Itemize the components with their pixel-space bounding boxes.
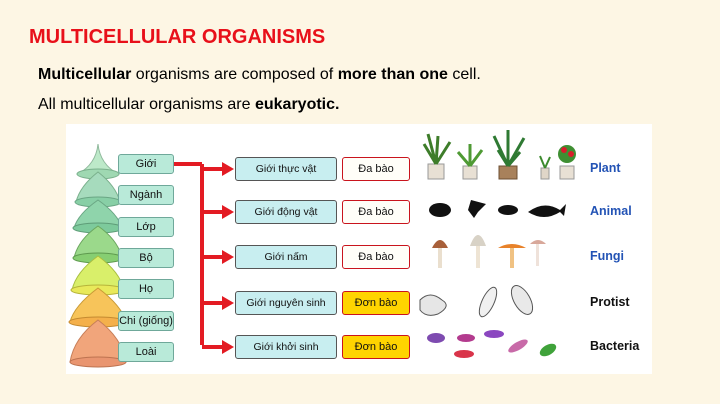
bold-more-than-one: more than one bbox=[337, 66, 448, 83]
rank-label: Chi (giống) bbox=[118, 311, 174, 331]
rank-label: Bộ bbox=[118, 248, 174, 268]
rank-tower bbox=[68, 143, 128, 368]
kingdom-english-name: Animal bbox=[590, 204, 632, 218]
kingdom-english-name: Bacteria bbox=[590, 339, 640, 353]
kingdom-english-name: Fungi bbox=[590, 249, 625, 263]
branch-arrows bbox=[172, 162, 234, 354]
intro-line-1: Multicellular organisms are composed of … bbox=[38, 66, 481, 84]
text-3: All multicellular organisms are bbox=[38, 96, 255, 113]
kingdom-english-name: Plant bbox=[590, 161, 621, 175]
protist-illustrations bbox=[419, 285, 534, 318]
kingdom-box: Giới nguyên sinh bbox=[235, 291, 337, 315]
cell-type-box: Đơn bào bbox=[342, 335, 410, 359]
cell-type-box: Đa bào bbox=[342, 157, 410, 181]
bold-eukaryotic: eukaryotic. bbox=[254, 96, 340, 113]
rank-label: Lớp bbox=[118, 217, 174, 237]
arrow-head bbox=[222, 205, 234, 219]
fungi-illustrations bbox=[432, 235, 546, 268]
cell-type-box: Đơn bào bbox=[342, 291, 410, 315]
kingdom-box: Giới khởi sinh bbox=[235, 335, 337, 359]
kingdom-english-name: Protist bbox=[590, 295, 630, 309]
kingdom-box: Giới động vật bbox=[235, 200, 337, 224]
arrow-head bbox=[222, 250, 234, 264]
text-2: cell. bbox=[447, 66, 481, 83]
rank-label: Họ bbox=[118, 279, 174, 299]
animal-silhouettes bbox=[429, 200, 566, 218]
arrow-head bbox=[222, 296, 234, 310]
diagram-graphics bbox=[68, 130, 576, 368]
kingdom-box: Giới thực vật bbox=[235, 157, 337, 181]
intro-line-2: All multicellular organisms are eukaryot… bbox=[38, 96, 339, 114]
slide-title: MULTICELLULAR ORGANISMS bbox=[29, 26, 326, 48]
arrow-head bbox=[222, 162, 234, 176]
kingdom-box: Giới nấm bbox=[235, 245, 337, 269]
bold-multicellular: Multicellular bbox=[38, 66, 132, 83]
bacteria-illustrations bbox=[427, 330, 557, 358]
rank-label: Loài bbox=[118, 342, 174, 362]
cell-type-box: Đa bào bbox=[342, 245, 410, 269]
rank-label: Giới bbox=[118, 154, 174, 174]
rank-label: Ngành bbox=[118, 185, 174, 205]
plant-illustrations bbox=[422, 130, 576, 180]
arrow-head bbox=[222, 340, 234, 354]
text-1: organisms are composed of bbox=[131, 66, 338, 83]
cell-type-box: Đa bào bbox=[342, 200, 410, 224]
